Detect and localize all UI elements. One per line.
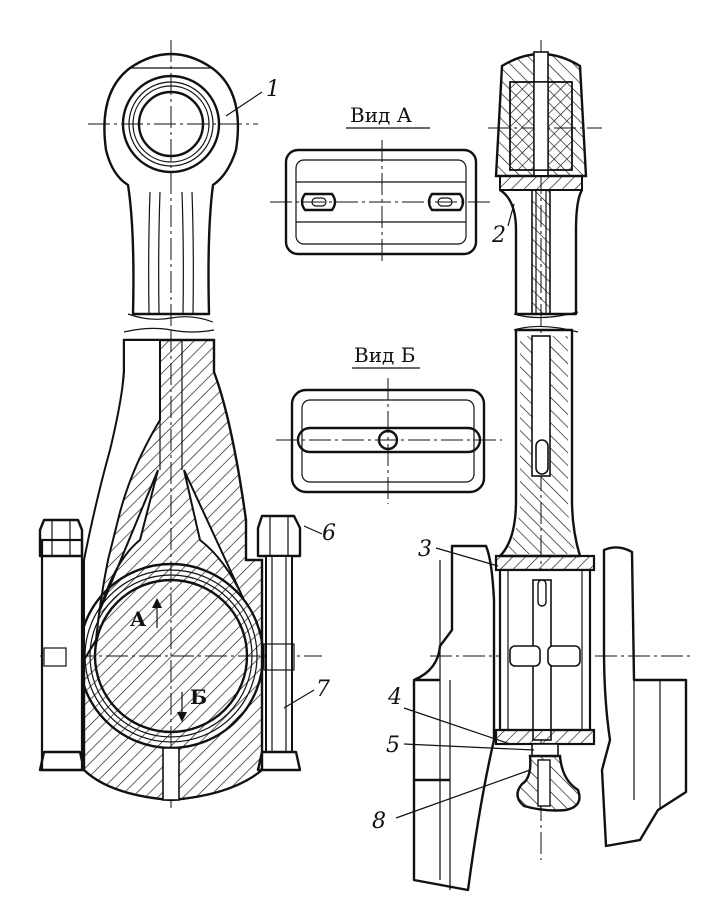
leader-lines (225, 91, 535, 819)
right-section-view (412, 40, 690, 892)
view-a (270, 127, 494, 264)
callout-6: 6 (322, 521, 336, 546)
callout-5: 5 (386, 733, 400, 758)
left-small-end (88, 40, 258, 330)
left-big-end (38, 327, 322, 808)
arrow-b-label: Б (190, 685, 207, 709)
callout-4: 4 (387, 685, 402, 710)
view-a-title: Вид А (350, 103, 412, 127)
callout-3: 3 (418, 537, 432, 562)
arrow-a-label: А (130, 607, 147, 631)
view-b-title: Вид Б (354, 343, 415, 367)
callout-7: 7 (316, 677, 330, 702)
view-b (276, 367, 502, 504)
callout-2: 2 (491, 223, 506, 248)
callout-1: 1 (266, 77, 280, 102)
callout-8: 8 (372, 809, 386, 834)
